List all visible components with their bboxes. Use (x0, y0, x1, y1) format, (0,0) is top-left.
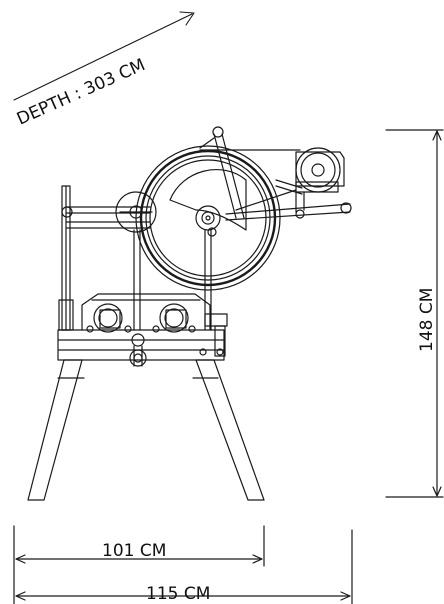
depth-dimension: DEPTH : 303 CM (13, 11, 195, 130)
flywheel (135, 145, 281, 291)
left-pulley (61, 191, 157, 233)
gearbox-housing (81, 293, 211, 367)
width-dimensions: 101 CM 115 CM (13, 525, 353, 604)
lever-arm (199, 126, 245, 219)
inner-width-label: 101 CM (102, 541, 166, 561)
motor-assembly (199, 147, 352, 221)
outer-width-label: 115 CM (146, 584, 210, 604)
depth-label: DEPTH : 303 CM (14, 55, 148, 129)
height-dimension: 148 CM (385, 129, 444, 498)
height-label: 148 CM (417, 288, 437, 352)
machine-legs (27, 359, 265, 501)
